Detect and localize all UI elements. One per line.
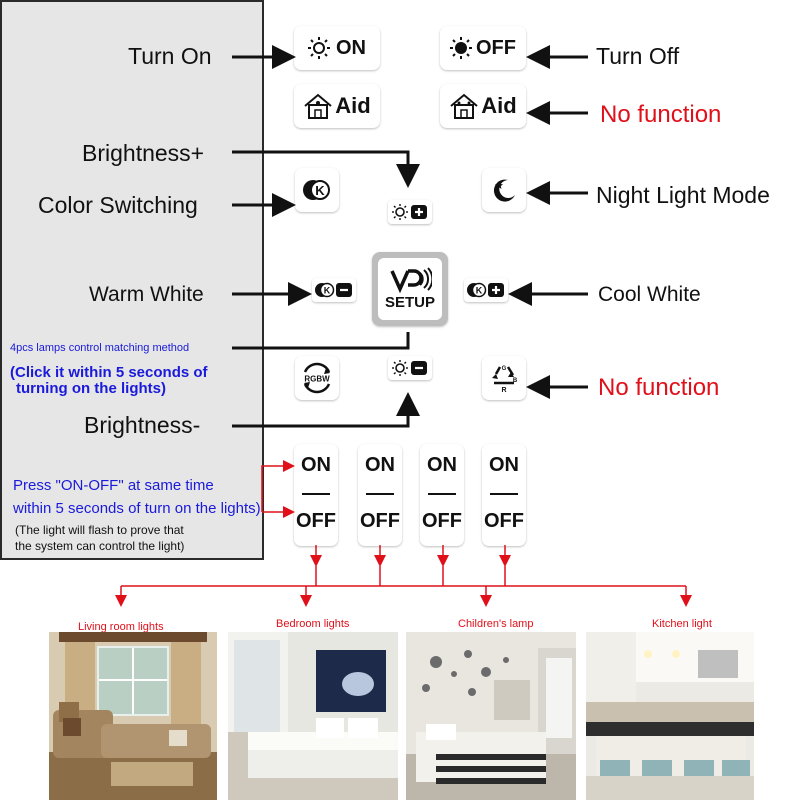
living-room-photo [49,632,217,800]
svg-text:K: K [315,183,325,198]
svg-text:R: R [501,387,506,394]
label-color-switching: Color Switching [38,192,198,218]
setup-face: SETUP [378,258,442,320]
label-turn-on: Turn On [128,43,212,69]
zone-off-label: OFF [484,510,524,532]
zone-divider [302,493,330,495]
zone-off-label: OFF [422,510,462,532]
on-button[interactable]: ON [294,26,380,70]
zone-off-label: OFF [360,510,400,532]
zone-divider [428,493,456,495]
off-button-label: OFF [476,36,516,59]
aid-left-label: Aid [335,93,371,118]
svg-text:K: K [476,286,483,296]
label-flash-1: (The light will flash to prove that [15,523,184,537]
label-click-within-1: (Click it within 5 seconds of [10,364,208,381]
sun-filled-icon [450,37,472,59]
aid-right-label: Aid [481,93,517,118]
sun-outline-icon [308,37,330,59]
label-click-within-2: turning on the lights) [16,380,166,397]
sun-minus-icon [391,359,429,377]
rgbw-button[interactable]: RGBW [295,356,339,400]
label-cool-white: Cool White [598,283,701,306]
zone-on-label: ON [365,454,395,476]
svg-text:G: G [502,366,507,372]
color-switch-icon: K [302,177,332,203]
setup-label: SETUP [384,294,435,311]
house-icon [303,92,333,120]
label-press-on-off-1: Press "ON-OFF" at same time [13,477,214,494]
kitchen-photo [586,632,754,800]
label-no-function-bottom: No function [598,374,720,401]
zone-switch-4[interactable]: ON OFF [482,444,526,546]
night-light-button[interactable] [482,168,526,212]
house-icon [449,92,479,120]
aid-button-left[interactable]: Aid [294,84,380,128]
brightness-minus-button[interactable] [388,356,432,380]
k-minus-icon: K [314,281,354,299]
label-press-on-off-2: within 5 seconds of turn on the lights) [13,500,261,517]
wireless-setup-icon [388,267,432,293]
label-no-function-top: No function [600,101,722,128]
zone-on-label: ON [489,454,519,476]
label-night-light: Night Light Mode [596,182,770,208]
svg-text:K: K [324,286,331,296]
label-turn-off: Turn Off [596,43,680,69]
off-button[interactable]: OFF [440,26,526,70]
bedroom-photo [228,632,398,800]
room-label-kitchen: Kitchen light [652,618,712,630]
zone-switch-2[interactable]: ON OFF [358,444,402,546]
zone-on-label: ON [427,454,457,476]
label-flash-2: the system can control the light) [15,539,185,553]
brightness-plus-button[interactable] [388,200,432,224]
zone-switch-1[interactable]: ON OFF [294,444,338,546]
k-plus-icon: K [466,281,506,299]
rgbw-icon: RGBW [299,362,335,394]
zone-divider [490,493,518,495]
zone-off-label: OFF [296,510,336,532]
zone-on-label: ON [301,454,331,476]
label-brightness-plus: Brightness+ [82,140,205,166]
warm-white-button[interactable]: K [312,278,356,302]
color-switch-button[interactable]: K [295,168,339,212]
label-brightness-minus: Brightness- [84,412,201,438]
label-warm-white: Warm White [89,283,204,306]
zone-switch-3[interactable]: ON OFF [420,444,464,546]
svg-text:RGBW: RGBW [304,375,330,384]
svg-text:B: B [513,378,518,384]
room-label-children: Children's lamp [458,618,534,630]
remote-control [0,0,264,560]
childrens-room-photo [406,632,576,800]
room-label-bedroom: Bedroom lights [276,618,350,630]
setup-button[interactable]: SETUP [372,252,448,326]
sun-plus-icon [391,203,429,221]
zone-divider [366,493,394,495]
aid-button-right[interactable]: Aid [440,84,526,128]
cool-white-button[interactable]: K [464,278,508,302]
room-label-living: Living room lights [78,621,164,633]
on-button-label: ON [336,36,366,59]
moon-star-icon [490,177,518,203]
label-matching-method: 4pcs lamps control matching method [10,342,190,354]
